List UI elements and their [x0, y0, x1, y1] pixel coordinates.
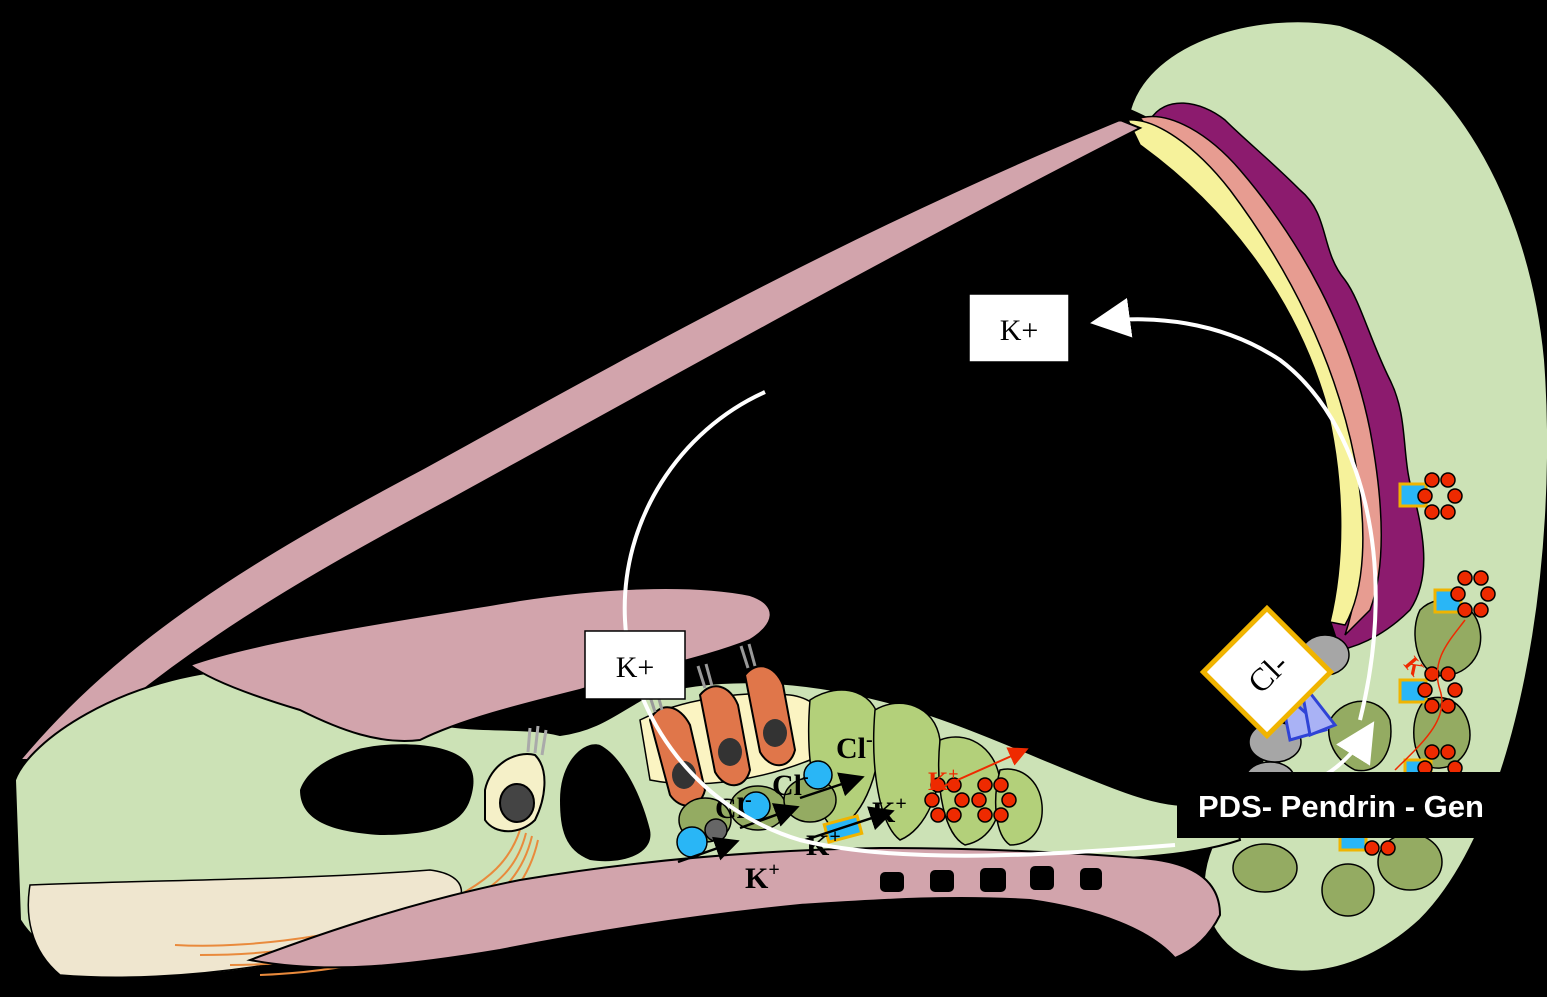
svg-text:K+: K+	[1000, 314, 1039, 347]
pds-caption: PDS- Pendrin - Gen	[1177, 772, 1547, 838]
svg-text:PDS- Pendrin - Gen: PDS- Pendrin - Gen	[1198, 789, 1484, 824]
svg-text:K+: K+	[616, 651, 655, 684]
k-plus-lower-box: K+	[585, 631, 685, 699]
k-plus-upper-box: K+	[969, 294, 1069, 362]
